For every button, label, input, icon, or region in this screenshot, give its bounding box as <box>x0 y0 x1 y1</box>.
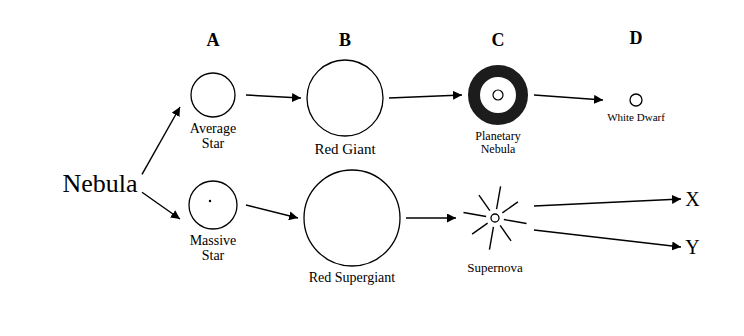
flow-arrow <box>142 107 180 174</box>
stage-name: Nebula <box>58 170 142 199</box>
flow-arrow <box>246 95 301 98</box>
column-letter: B <box>339 30 351 51</box>
stage-node: X <box>681 188 704 210</box>
flow-arrow <box>389 95 462 98</box>
flow-arrow <box>142 192 180 219</box>
stage-node: Nebula <box>58 170 142 199</box>
flow-arrow <box>406 217 456 218</box>
column-letter: D <box>630 28 643 49</box>
stage-name: Red Giant <box>301 141 389 158</box>
flow-arrow <box>534 95 603 100</box>
stage-name: Supernova <box>456 261 534 275</box>
stage-node: Red Supergiant <box>298 169 406 285</box>
stage-name: Massive Star <box>184 233 242 264</box>
flow-arrow <box>534 199 681 206</box>
flow-arrow <box>534 230 681 247</box>
column-letter: C <box>492 30 505 51</box>
star-circle <box>180 72 246 118</box>
star-circle <box>301 58 389 138</box>
stage-name: Y <box>681 236 704 258</box>
star-circle <box>180 180 246 230</box>
stage-name: X <box>681 188 704 210</box>
star-circle <box>298 169 406 267</box>
stage-node: Red Giant <box>301 58 389 158</box>
stage-node: White Dwarf <box>603 92 669 123</box>
column-letter: A <box>207 30 220 51</box>
star-circle <box>603 92 669 108</box>
stage-name: Planetary Nebula <box>468 130 528 156</box>
flow-arrow <box>246 205 298 218</box>
stage-node: Y <box>681 236 704 258</box>
stage-node: Planetary Nebula <box>462 63 534 156</box>
supernova-burst <box>456 178 534 258</box>
stage-name: Red Supergiant <box>298 270 406 285</box>
stage-name: White Dwarf <box>603 111 669 123</box>
stage-name: Average Star <box>184 121 242 152</box>
stage-node: Supernova <box>456 178 534 275</box>
nebula-ring <box>462 63 534 127</box>
stage-node: Average Star <box>180 72 246 152</box>
stage-node: Massive Star <box>180 180 246 264</box>
